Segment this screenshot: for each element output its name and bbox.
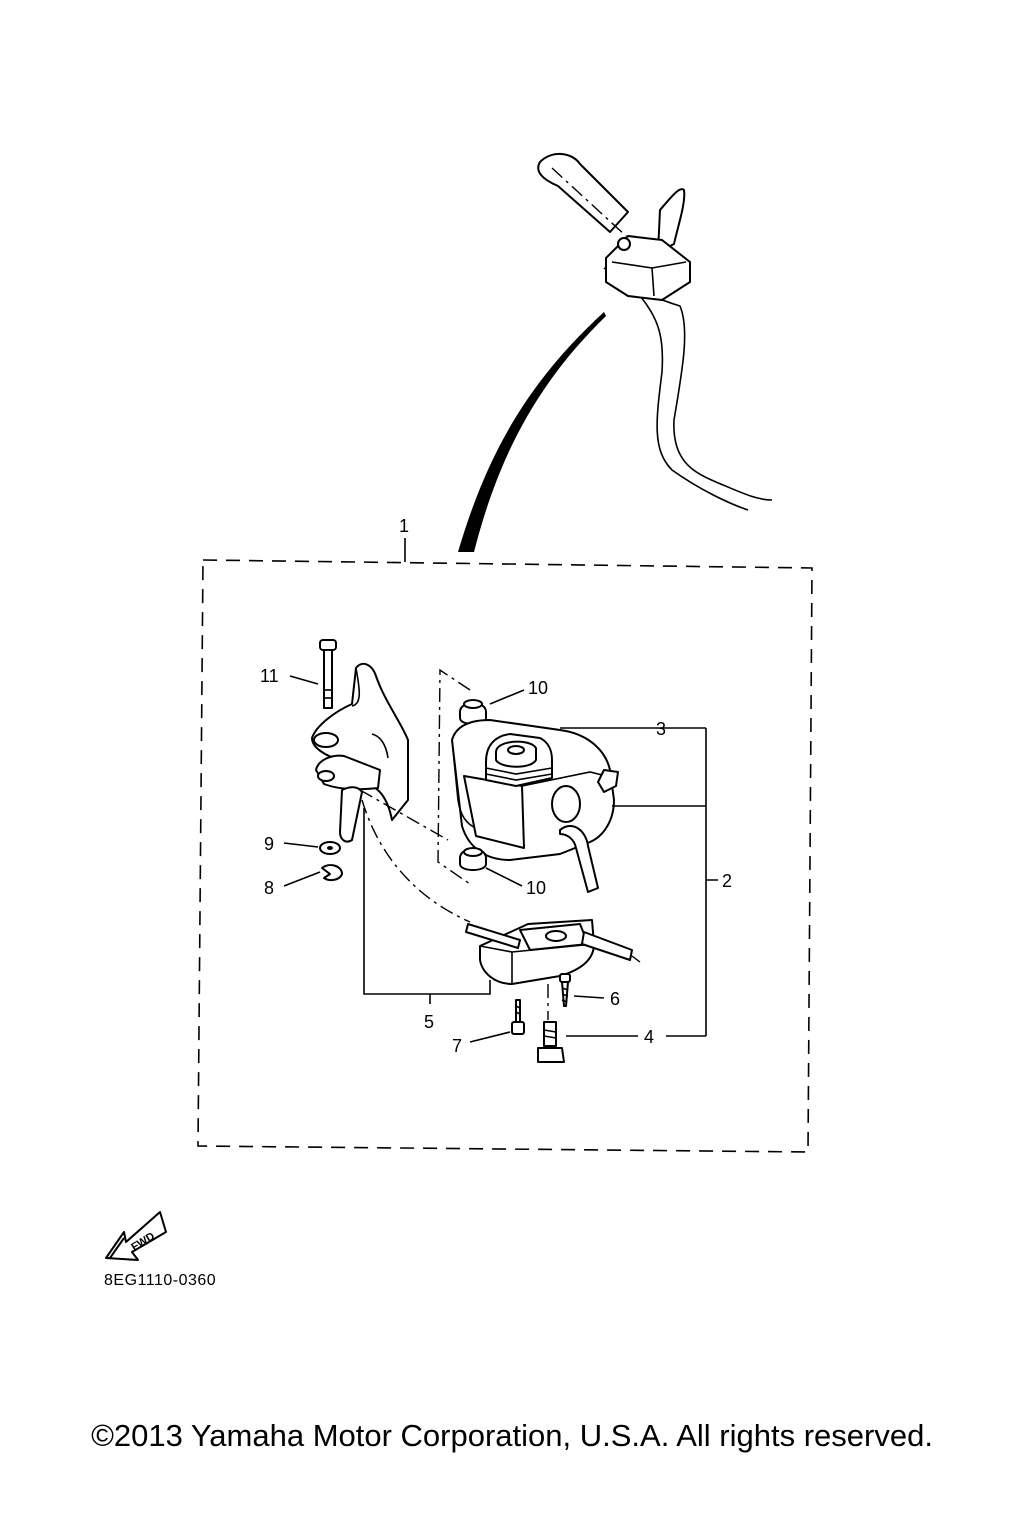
grommet-part-10-bottom: [459, 847, 487, 871]
callout-4: 4: [644, 1027, 654, 1047]
screw-part-6: [559, 973, 571, 1007]
callout-3: 3: [656, 719, 666, 739]
screw-part-7: [511, 999, 525, 1035]
callout-5: 5: [424, 1012, 434, 1032]
diagram-code: 8EG1110-0360: [104, 1272, 217, 1289]
callout-11: 11: [260, 666, 279, 686]
group-bracket-2: [612, 728, 718, 1036]
handlebar-illustration: [537, 153, 773, 511]
fwd-arrow-icon: FWD: [105, 1211, 167, 1261]
clip-part-8: [321, 864, 343, 882]
callout-2: 2: [722, 871, 732, 891]
grommet-part-10-top: [459, 699, 487, 725]
bolt-part-11: [319, 639, 337, 709]
switch-housing-part-3: [451, 719, 619, 893]
callout-9: 9: [264, 834, 274, 854]
bolt-part-4: [537, 984, 565, 1063]
callout-10-top: 10: [528, 678, 548, 698]
callout-10-bottom: 10: [526, 878, 546, 898]
callout-7: 7: [452, 1036, 462, 1056]
callout-8: 8: [264, 878, 274, 898]
copyright-notice: ©2013 Yamaha Motor Corporation, U.S.A. A…: [91, 1418, 933, 1453]
callout-1: 1: [399, 516, 409, 536]
location-leader: [458, 312, 606, 552]
switch-case-lower: [465, 919, 641, 985]
lever-bracket: [311, 662, 409, 843]
callout-6: 6: [610, 989, 620, 1009]
